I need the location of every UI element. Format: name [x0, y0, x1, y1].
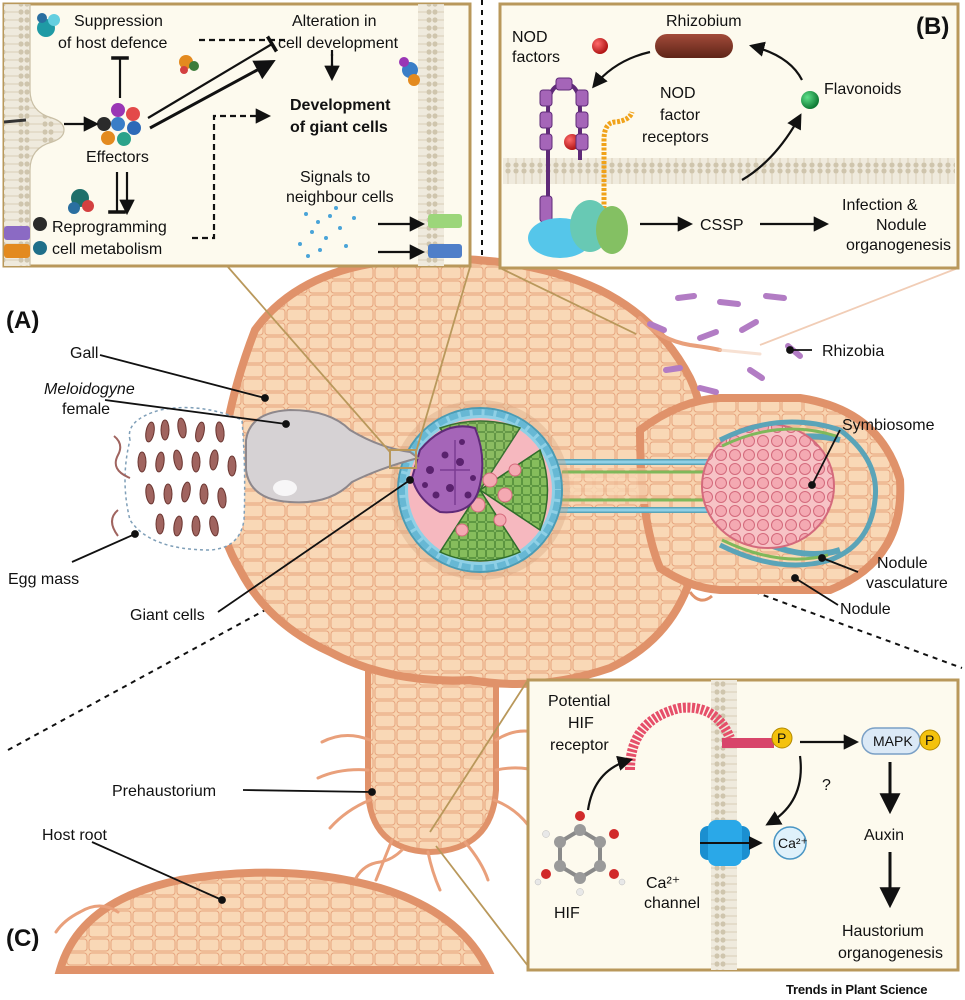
p-badge-receptor [771, 727, 793, 749]
text-haustorium-2: organogenesis [838, 945, 943, 962]
text-haustorium-1: Haustorium [842, 923, 924, 940]
text-nod-receptors-1: NOD [660, 85, 696, 102]
giant-cells-cluster [410, 425, 484, 514]
label-nodule-vasc-1: Nodule [877, 555, 928, 572]
text-ca-channel-2: channel [644, 895, 700, 912]
signals-particles [298, 206, 356, 258]
text-hif-receptor-2: HIF [568, 715, 594, 732]
text-ca-channel-1: Ca²⁺ [646, 875, 680, 892]
ca-channel [700, 820, 763, 866]
label-meloidogyne: Meloidogyne [44, 381, 135, 398]
text-alteration-1: Alteration in [292, 13, 377, 30]
label-gall: Gall [70, 345, 98, 362]
label-egg-mass: Egg mass [8, 571, 79, 588]
text-reprogramming-1: Reprogramming [52, 219, 167, 236]
text-hif-receptor-3: receptor [550, 737, 609, 754]
egg-mass [111, 406, 246, 551]
p-badge-mapk [919, 729, 941, 751]
credit-line: Trends in Plant Science [786, 982, 927, 997]
text-nod-factors-2: factors [512, 49, 560, 66]
nod-factor-receptors [528, 77, 635, 258]
text-cssp: CSSP [700, 217, 744, 234]
text-rhizobium: Rhizobium [666, 13, 742, 30]
prehaustorium [365, 629, 499, 856]
protein-blob-2 [179, 55, 199, 74]
leader-lines [71, 346, 859, 904]
panel-letter-a: (A) [6, 307, 39, 334]
text-infection-3: organogenesis [846, 237, 951, 254]
text-flavonoids: Flavonoids [824, 81, 901, 98]
label-female: female [62, 401, 110, 418]
root-hair [638, 316, 722, 352]
nod-factor-ball [592, 38, 608, 54]
svg-text:Ca²⁺: Ca²⁺ [778, 835, 808, 851]
rhizobia-rods [647, 293, 803, 395]
label-host-root: Host root [42, 827, 107, 844]
text-infection-2: Nodule [876, 217, 927, 234]
text-development-1: Development [290, 97, 391, 114]
text-reprogramming-2: cell metabolism [52, 241, 162, 258]
label-nodule: Nodule [840, 601, 891, 618]
hif-receptor-coil [625, 702, 735, 771]
svg-text:P: P [925, 732, 934, 748]
inset-c: P MAPK P Ca²⁺ ? Potential [526, 678, 960, 972]
protein-blob-1 [37, 13, 60, 37]
text-auxin: Auxin [864, 827, 904, 844]
text-alteration-2: cell development [278, 35, 399, 52]
text-hif-receptor-1: Potential [548, 693, 610, 710]
text-suppression-2: of host defence [58, 35, 168, 52]
protein-blob-3 [399, 57, 420, 86]
label-nodule-vasc-2: vasculature [866, 575, 948, 592]
rhizobium-cell [655, 34, 733, 58]
text-hif: HIF [554, 905, 580, 922]
protein-blob-4 [68, 189, 94, 214]
hif-molecule [534, 811, 626, 896]
inset-a: Suppression of host defence Alteration i… [2, 2, 472, 268]
meloidogyne-female [245, 408, 421, 504]
prehaustorium-hairs [316, 729, 542, 892]
flavonoid-ball [801, 91, 819, 109]
text-infection-1: Infection & [842, 197, 918, 214]
text-development-2: of giant cells [290, 119, 388, 136]
text-nod-factors-1: NOD [512, 29, 548, 46]
text-nod-receptors-2: factor [660, 107, 701, 124]
inset-marker [389, 449, 417, 469]
label-giant-cells: Giant cells [130, 607, 205, 624]
effectors-cluster [97, 103, 141, 146]
svg-text:P: P [777, 730, 786, 746]
text-nod-receptors-3: receptors [642, 129, 709, 146]
text-effectors: Effectors [86, 149, 149, 166]
panel-letter-b: (B) [916, 13, 949, 40]
ca-ion [773, 826, 807, 860]
text-suppression-1: Suppression [74, 13, 163, 30]
host-root [54, 848, 495, 974]
svg-text:MAPK: MAPK [873, 733, 913, 749]
text-signals-1: Signals to [300, 169, 370, 186]
label-rhizobia: Rhizobia [822, 343, 884, 360]
text-question: ? [822, 777, 831, 794]
text-signals-2: neighbour cells [286, 189, 394, 206]
label-symbiosome: Symbiosome [842, 417, 935, 434]
label-prehaustorium: Prehaustorium [112, 783, 216, 800]
panel-letter-c: (C) [6, 925, 39, 952]
inset-b: Rhizobium NOD factors Flavonoids NOD fac… [498, 2, 960, 270]
